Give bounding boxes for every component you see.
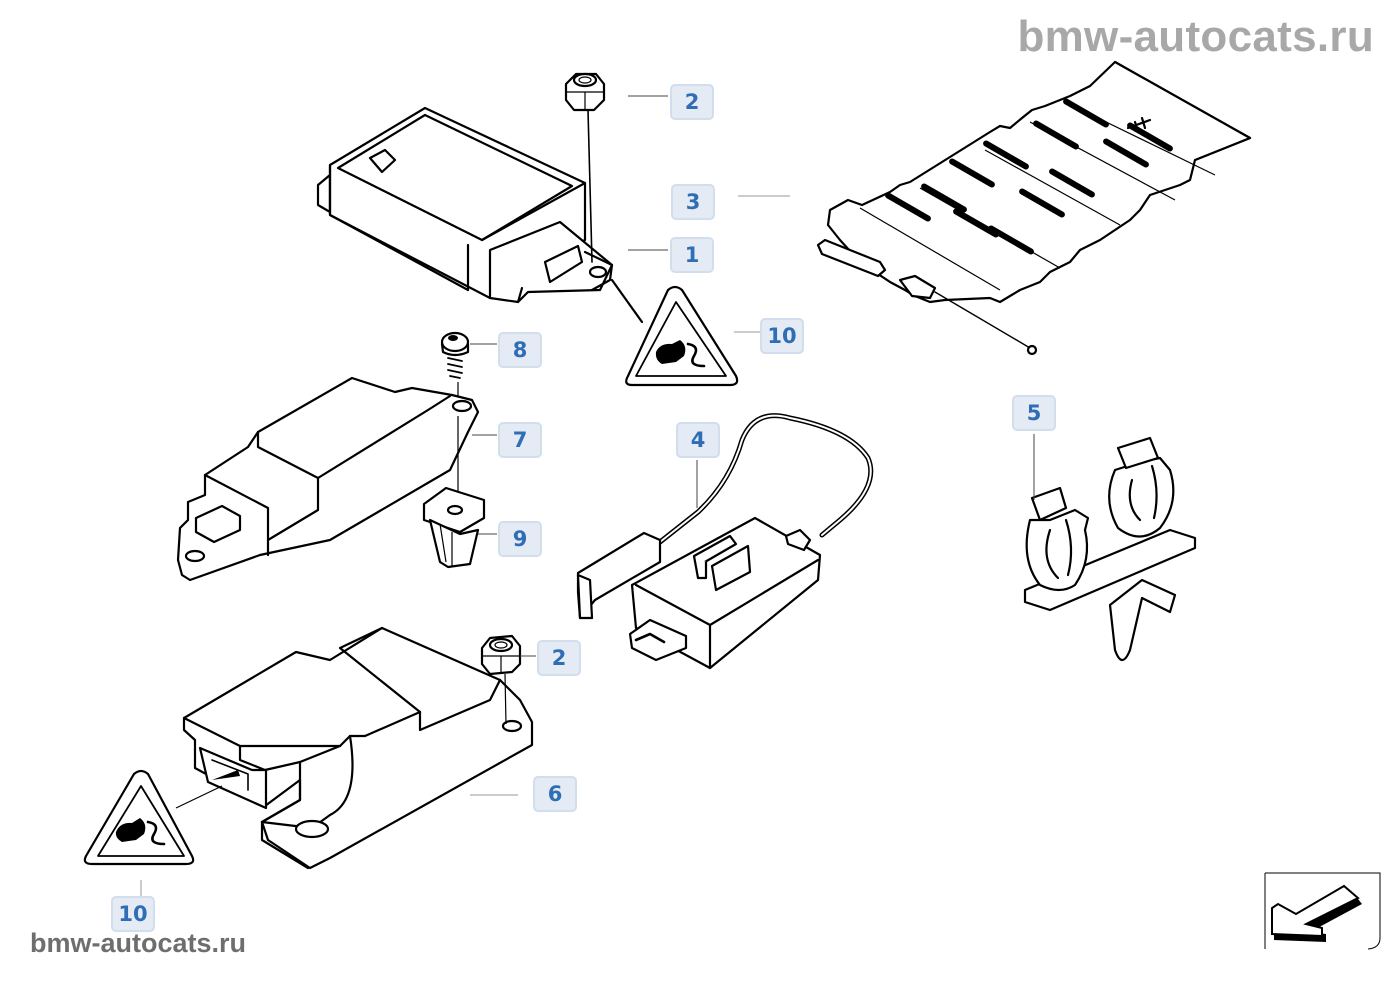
callout-7[interactable]: 7 xyxy=(498,422,542,458)
back-arrow-icon xyxy=(1264,872,1381,950)
part-1-control-unit[interactable] xyxy=(316,106,614,304)
callout-6[interactable]: 6 xyxy=(533,776,577,812)
callout-10-lower[interactable]: 10 xyxy=(111,896,155,932)
part-6-side-sensor[interactable] xyxy=(182,626,534,870)
callout-9[interactable]: 9 xyxy=(498,521,542,557)
part-2-nut-bottom[interactable] xyxy=(480,634,522,725)
callout-1[interactable]: 1 xyxy=(670,237,714,273)
part-10-warning-label-lower[interactable] xyxy=(83,769,223,866)
callout-2-upper[interactable]: 2 xyxy=(670,84,714,120)
part-9-clip-nut[interactable] xyxy=(422,486,486,569)
watermark-top: bmw-autocats.ru xyxy=(1017,12,1374,61)
watermark-bottom: bmw-autocats.ru xyxy=(30,928,247,958)
callout-5[interactable]: 5 xyxy=(1012,395,1056,431)
part-5-cable-clip[interactable] xyxy=(1023,436,1197,662)
part-7-crash-sensor[interactable] xyxy=(176,376,480,582)
part-10-warning-label-upper[interactable] xyxy=(610,278,739,387)
part-2-nut-top[interactable] xyxy=(564,72,606,263)
part-4-adapter-lead[interactable] xyxy=(576,413,874,670)
part-8-screw[interactable] xyxy=(440,331,470,404)
callout-4[interactable]: 4 xyxy=(676,422,720,458)
back-arrow-button[interactable] xyxy=(1264,872,1382,950)
callout-10-upper[interactable]: 10 xyxy=(760,318,804,354)
callout-8[interactable]: 8 xyxy=(498,332,542,368)
leader-lines xyxy=(140,95,1035,896)
part-3-sensor-mat[interactable] xyxy=(816,60,1252,356)
callout-3[interactable]: 3 xyxy=(671,184,715,220)
callout-2-lower[interactable]: 2 xyxy=(537,640,581,676)
